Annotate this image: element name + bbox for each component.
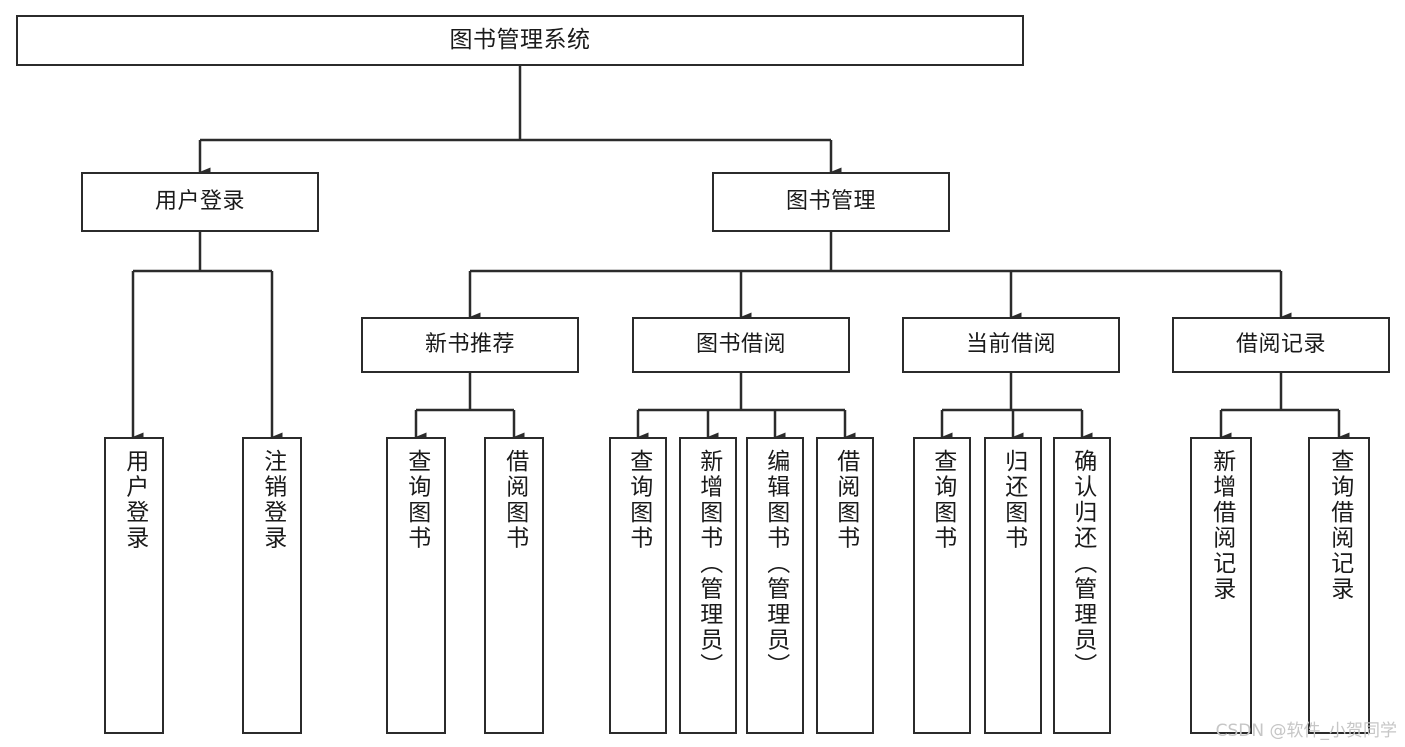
node-leaf-query-book-3-label: 查询图书 bbox=[929, 449, 956, 551]
node-leaf-query-book-3[interactable]: 查询图书 bbox=[913, 437, 971, 734]
node-new-book-recommend[interactable]: 新书推荐 bbox=[361, 317, 579, 373]
csdn-watermark: CSDN @软件_小贺同学 bbox=[1215, 721, 1397, 741]
node-book-borrow[interactable]: 图书借阅 bbox=[632, 317, 850, 373]
node-book-borrow-label: 图书借阅 bbox=[695, 332, 786, 358]
node-leaf-query-book-2-label: 查询图书 bbox=[625, 449, 652, 551]
node-current-borrow-label: 当前借阅 bbox=[965, 332, 1056, 358]
node-leaf-edit-book-label: 编辑图书（管理员） bbox=[762, 449, 789, 679]
node-book-manage-label: 图书管理 bbox=[785, 189, 876, 215]
node-leaf-borrow-book-1[interactable]: 借阅图书 bbox=[484, 437, 544, 734]
node-leaf-borrow-book-2-label: 借阅图书 bbox=[832, 449, 859, 551]
node-leaf-return-book[interactable]: 归还图书 bbox=[984, 437, 1042, 734]
node-leaf-query-book-1-label: 查询图书 bbox=[403, 449, 430, 551]
node-leaf-confirm-return[interactable]: 确认归还（管理员） bbox=[1053, 437, 1111, 734]
node-leaf-add-record-label: 新增借阅记录 bbox=[1208, 449, 1235, 602]
node-leaf-user-login[interactable]: 用户登录 bbox=[104, 437, 164, 734]
node-user-login-label: 用户登录 bbox=[154, 189, 245, 215]
node-leaf-return-book-label: 归还图书 bbox=[1000, 449, 1027, 551]
node-leaf-query-book-2[interactable]: 查询图书 bbox=[609, 437, 667, 734]
node-root-label: 图书管理系统 bbox=[449, 26, 591, 53]
node-borrow-record[interactable]: 借阅记录 bbox=[1172, 317, 1390, 373]
node-current-borrow[interactable]: 当前借阅 bbox=[902, 317, 1120, 373]
node-leaf-add-book[interactable]: 新增图书（管理员） bbox=[679, 437, 737, 734]
node-leaf-borrow-book-1-label: 借阅图书 bbox=[501, 449, 528, 551]
node-leaf-query-record-label: 查询借阅记录 bbox=[1326, 449, 1353, 602]
node-leaf-user-logout-label: 注销登录 bbox=[259, 449, 286, 551]
node-leaf-edit-book[interactable]: 编辑图书（管理员） bbox=[746, 437, 804, 734]
node-leaf-query-record[interactable]: 查询借阅记录 bbox=[1308, 437, 1370, 734]
node-leaf-borrow-book-2[interactable]: 借阅图书 bbox=[816, 437, 874, 734]
node-leaf-add-record[interactable]: 新增借阅记录 bbox=[1190, 437, 1252, 734]
node-new-book-recommend-label: 新书推荐 bbox=[424, 332, 515, 358]
node-book-manage[interactable]: 图书管理 bbox=[712, 172, 950, 232]
node-leaf-user-logout[interactable]: 注销登录 bbox=[242, 437, 302, 734]
node-borrow-record-label: 借阅记录 bbox=[1235, 332, 1326, 358]
node-leaf-confirm-return-label: 确认归还（管理员） bbox=[1069, 449, 1096, 679]
node-root[interactable]: 图书管理系统 bbox=[16, 15, 1024, 66]
node-leaf-user-login-label: 用户登录 bbox=[121, 449, 148, 551]
node-leaf-add-book-label: 新增图书（管理员） bbox=[695, 449, 722, 679]
node-user-login[interactable]: 用户登录 bbox=[81, 172, 319, 232]
node-leaf-query-book-1[interactable]: 查询图书 bbox=[386, 437, 446, 734]
